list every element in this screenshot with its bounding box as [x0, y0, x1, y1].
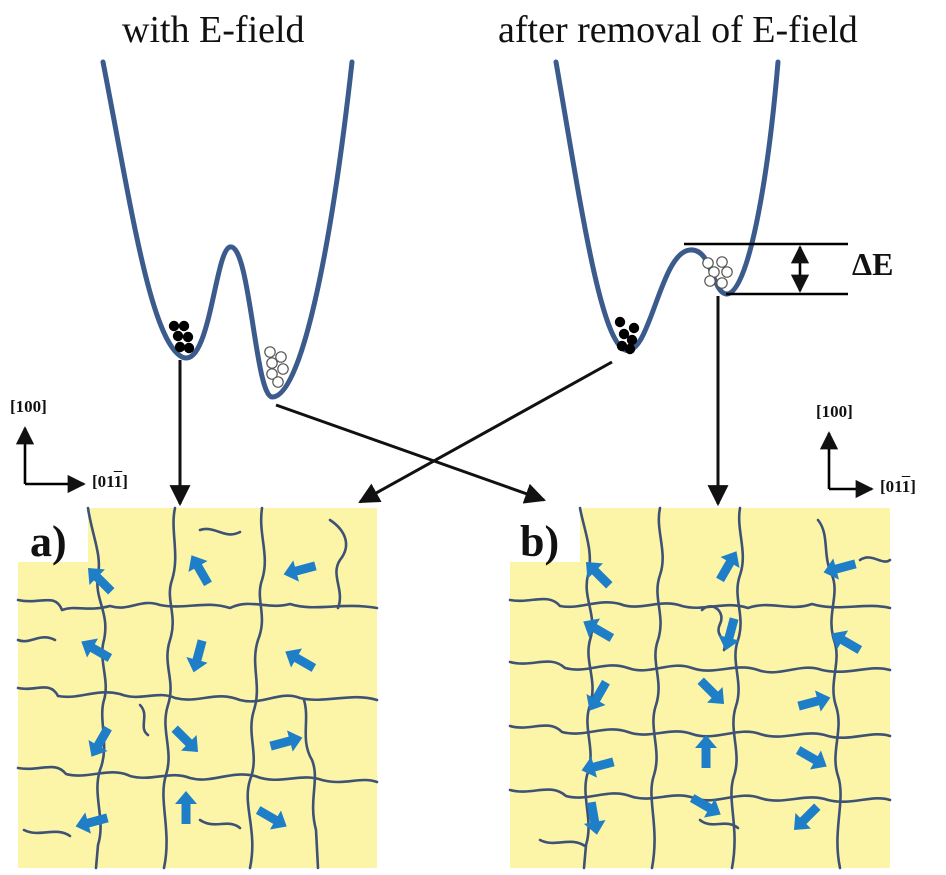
polarization-arrow-b-1 [585, 561, 613, 589]
polarization-arrow-b-6 [831, 630, 863, 654]
polarization-arrow-b-15 [793, 803, 821, 831]
polarization-arrow-a-1 [87, 567, 115, 595]
axes-left [15, 426, 86, 494]
well-to-panel-connectors [169, 296, 729, 507]
polarization-arrow-a-10 [75, 812, 109, 834]
panel-b-domains [508, 506, 892, 870]
filled-particles-left [168, 320, 195, 354]
polarization-arrow-b-9 [797, 690, 831, 712]
filled-particles-right [614, 316, 640, 355]
double-well-with-field [100, 59, 355, 400]
panel-a-domains [16, 506, 379, 870]
panel-b-background [510, 508, 890, 868]
polarization-arrow-b-11 [695, 735, 717, 768]
open-particles-left [264, 346, 289, 388]
polarization-arrow-a-12 [255, 806, 287, 830]
polarization-arrow-b-7 [586, 679, 610, 711]
polarization-arrow-a-8 [171, 725, 199, 753]
panel-b-label: b) [520, 517, 560, 566]
polarization-arrow-b-14 [689, 794, 721, 818]
panel-b-grain-boundaries [508, 506, 892, 870]
polarization-arrow-a-2 [188, 555, 212, 587]
polarization-arrow-a-11 [175, 791, 197, 824]
energy-difference-marker [684, 242, 848, 296]
polarization-arrow-a-6 [285, 648, 317, 672]
polarization-arrow-a-3 [283, 560, 317, 582]
polarization-arrow-b-12 [795, 746, 827, 770]
polarization-arrow-b-5 [718, 617, 740, 651]
polarization-arrow-b-4 [583, 618, 615, 642]
panel-a-label: a) [30, 517, 67, 566]
axis-label-011-right: [011] [880, 477, 916, 496]
axis-label-100-left: [100] [10, 397, 47, 416]
title-after-removal: after removal of E-field [498, 9, 858, 51]
double-well-after-removal [553, 59, 781, 353]
polarization-arrow-a-7 [88, 725, 112, 757]
polarization-arrow-b-2 [716, 551, 740, 583]
delta-e-label: ΔE [852, 246, 894, 282]
axis-label-100-right: [100] [816, 402, 853, 421]
panel-a-polarization-arrows [75, 555, 317, 834]
polarization-arrow-a-9 [269, 730, 303, 752]
axes-right [819, 431, 874, 499]
title-with-field: with E-field [122, 9, 305, 51]
polarization-arrow-a-4 [81, 638, 113, 662]
panel-b-polarization-arrows [581, 551, 863, 835]
polarization-arrow-a-5 [186, 639, 208, 673]
polarization-arrow-b-13 [583, 801, 606, 835]
polarization-arrow-b-10 [581, 756, 615, 778]
polarization-arrow-b-3 [823, 558, 857, 580]
axis-label-011-left: [011] [92, 472, 128, 491]
panel-a-grain-boundaries [16, 506, 379, 870]
polarization-arrow-b-8 [697, 677, 725, 705]
open-particles-right [702, 256, 733, 289]
